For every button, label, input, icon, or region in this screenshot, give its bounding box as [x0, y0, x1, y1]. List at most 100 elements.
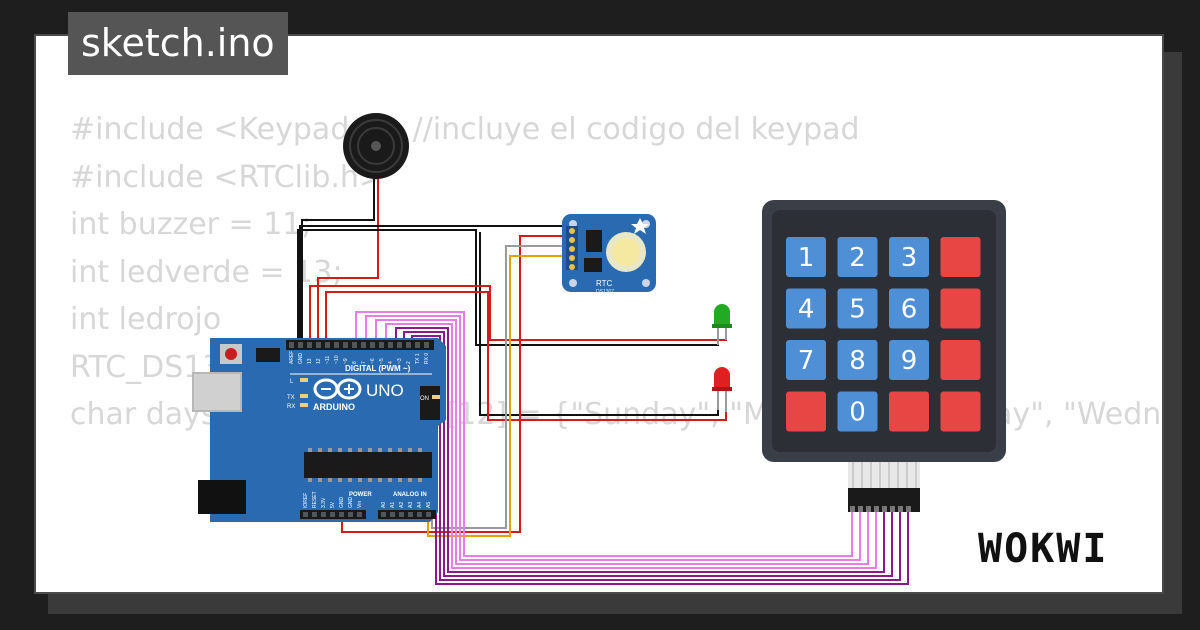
analog-label: ANALOG IN — [393, 492, 427, 498]
keypad-wire-6 — [403, 331, 893, 577]
rtc-sda-wire — [431, 245, 566, 529]
keypad-wire-2 — [365, 315, 861, 561]
l-label: L — [290, 379, 294, 385]
pin-label: 3.3V — [321, 497, 327, 508]
keypad-key — [889, 391, 929, 432]
keypad-key — [786, 237, 826, 277]
keypad-key — [837, 340, 878, 380]
keypad-wire-3 — [375, 319, 869, 565]
rx-label: RX — [287, 404, 295, 410]
keypad-wire-5 — [395, 327, 885, 573]
power-jack — [198, 480, 246, 514]
keypad-ribbon — [848, 462, 920, 488]
wokwi-logo: WOKWI — [978, 526, 1109, 572]
arduino-logo-icon — [313, 378, 362, 400]
pin-label: IOREF — [303, 493, 309, 508]
rtc-label: RTC — [596, 279, 613, 288]
keypad-key-label: 9 — [901, 346, 918, 376]
keypad-wire-4 — [385, 323, 877, 569]
keypad-key — [837, 237, 878, 277]
arduino-brand: ARDUINO — [313, 402, 355, 412]
pin-label: GND — [339, 497, 345, 509]
pin-label: 8 — [352, 361, 358, 364]
pin-label: GND — [298, 353, 304, 365]
power-label: POWER — [349, 492, 372, 498]
digital-header — [286, 340, 434, 350]
keypad-key-label: 0 — [849, 398, 866, 428]
keypad-key — [786, 340, 826, 380]
keypad-key — [940, 391, 981, 432]
digital-label: DIGITAL (PWM ~) — [345, 364, 411, 373]
pin-label: A0 — [381, 502, 387, 508]
on-label: ON — [420, 396, 429, 402]
pin-label: 4 — [388, 361, 394, 364]
pin-label: ~10 — [334, 355, 340, 364]
keypad-key-label: 6 — [901, 295, 918, 325]
keypad-key — [940, 288, 981, 329]
pin-label: Vin — [357, 501, 363, 508]
rtc-gnd-wire — [299, 225, 566, 345]
star-logo-icon — [631, 218, 649, 234]
keypad-key-label: 7 — [798, 346, 815, 376]
keypad-key — [940, 340, 981, 380]
keypad-key — [889, 237, 929, 277]
arduino-uno: DIGITAL (PWM ~) UNO ARDUINO L TX RX ON P… — [192, 338, 446, 522]
keypad-wire-1 — [355, 311, 853, 557]
pin-label: A3 — [408, 502, 414, 508]
code-line: int buzzer = 11; — [70, 207, 312, 242]
keypad-keys: 1 2 3 4 5 6 7 8 9 0 — [786, 237, 981, 432]
keypad-key — [786, 288, 826, 329]
keypad-key-label: 2 — [849, 243, 866, 273]
analog-header — [378, 510, 436, 519]
pin-label: 7 — [361, 361, 367, 364]
pin-label: A1 — [390, 502, 396, 508]
keypad-key-label: 3 — [901, 243, 918, 273]
led-red — [712, 367, 732, 412]
pin-label: 5V — [330, 501, 336, 508]
buzzer-signal-wire — [317, 170, 379, 345]
pin-label: ~11 — [325, 356, 331, 364]
led-green — [712, 304, 732, 345]
pin-label: ~6 — [370, 358, 376, 364]
pin-label: 13 — [307, 358, 313, 364]
keypad-key — [786, 391, 826, 432]
code-line: int ledrojo — [70, 302, 222, 337]
rtc-module: RTC DS1307 — [562, 214, 656, 295]
pin-label: RESET — [312, 491, 318, 508]
rtc-chip-label: DS1307 — [596, 289, 614, 295]
pin-label: TX 1 — [415, 353, 421, 364]
pin-label: ~9 — [343, 358, 349, 364]
led-red-wire — [325, 291, 727, 421]
pin-label: A5 — [426, 502, 432, 508]
keypad-key-label: 1 — [798, 243, 815, 273]
buzzer — [343, 113, 409, 179]
pin-label: RX 0 — [424, 353, 430, 364]
pin-label: A2 — [399, 502, 405, 508]
pin-label: GND — [348, 497, 354, 509]
pin-label: 12 — [316, 358, 322, 364]
keypad: 1 2 3 4 5 6 7 8 9 0 — [762, 200, 1006, 512]
rtc-5v-wire — [341, 235, 566, 533]
rtc-scl-wire — [427, 255, 566, 537]
keypad-key — [837, 288, 878, 329]
pin-label: A4 — [417, 502, 423, 508]
rtc-chip — [586, 230, 602, 252]
keypad-key-label: 8 — [849, 346, 866, 376]
keypad-key — [889, 288, 929, 329]
keypad-key — [837, 391, 878, 432]
keypad-key-label: 5 — [849, 295, 866, 325]
keypad-wire-7 — [411, 335, 901, 581]
keypad-key-label: 4 — [798, 295, 815, 325]
file-title: sketch.ino — [68, 12, 288, 75]
keypad-key — [940, 237, 981, 277]
pin-label: AREF — [289, 351, 295, 364]
buzzer-gnd-wire — [301, 170, 375, 345]
atmega-chip — [304, 452, 432, 478]
arduino-model: UNO — [366, 381, 404, 400]
pin-label: 2 — [406, 361, 412, 364]
tx-label: TX — [287, 395, 295, 401]
pin-label: ~3 — [397, 358, 403, 364]
